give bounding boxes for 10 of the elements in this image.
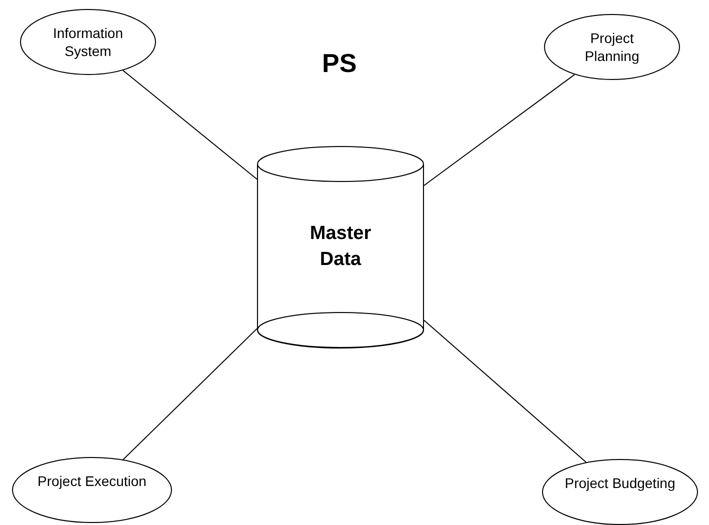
node-label: Project Budgeting [564, 474, 676, 492]
connector-line [424, 320, 587, 463]
connector-line [122, 70, 258, 180]
node-label: Master Data [308, 222, 372, 272]
connector-line [122, 328, 258, 460]
title: PS [322, 48, 357, 79]
node-label: Project Execution [36, 472, 148, 490]
node-label: Information System [52, 24, 124, 60]
node-label: Project Planning [584, 29, 640, 65]
connector-line [424, 74, 576, 186]
